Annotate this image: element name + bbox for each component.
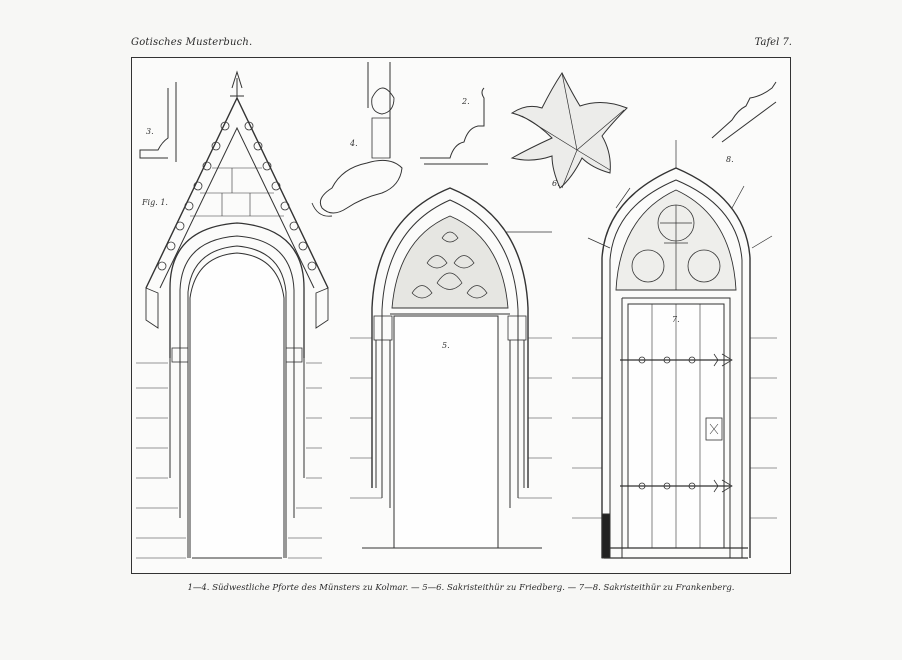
label-5: 5. — [442, 341, 450, 350]
label-6: 6. — [552, 179, 560, 188]
label-3: 3. — [146, 127, 154, 136]
figure-8-profile: 8. — [711, 81, 777, 164]
label-2: 2. — [461, 97, 470, 106]
figure-3-profile: 3. — [139, 82, 177, 162]
figure-4-gargoyle: 4. — [311, 62, 403, 217]
label-4: 4. — [349, 139, 358, 148]
plate-label: Tafel 7. — [754, 37, 792, 48]
figure-5-door: 5. — [350, 187, 552, 549]
plate-drawing: Fig. 1. 3. 4. 2. — [136, 62, 777, 559]
figure-2-profile: 2. — [420, 87, 488, 165]
label-7: 7. — [672, 315, 680, 324]
plate-frame: Fig. 1. 3. 4. 2. — [131, 57, 791, 574]
figure-1-portal: Fig. 1. — [136, 70, 329, 559]
label-fig-1: Fig. 1. — [141, 198, 168, 207]
label-8: 8. — [726, 155, 734, 164]
plate-caption: 1—4. Südwestliche Pforte des Münsters zu… — [187, 583, 735, 593]
figure-6-leaf: 6. — [510, 72, 628, 189]
book-title: Gotisches Musterbuch. — [131, 37, 253, 48]
figure-7-door: 7. — [572, 140, 777, 559]
